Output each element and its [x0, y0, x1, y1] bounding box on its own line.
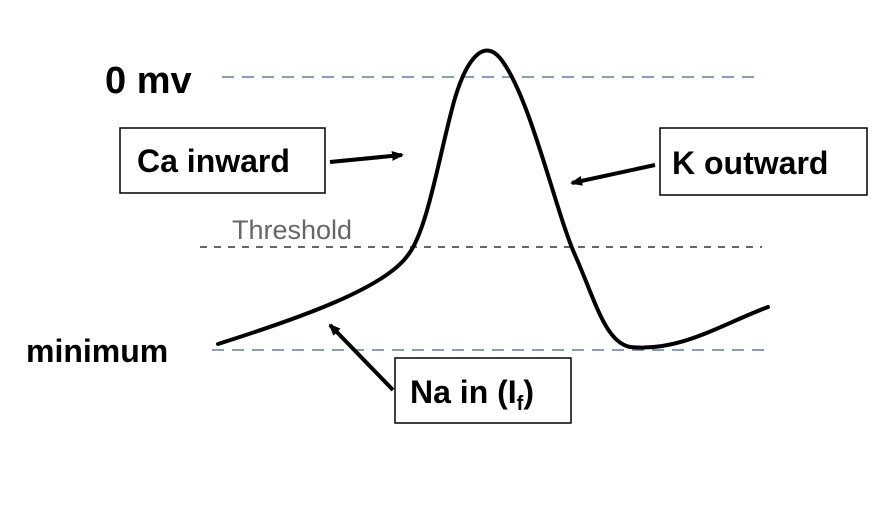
k-outward-box: [659, 127, 868, 196]
threshold-label: Threshold: [232, 215, 352, 245]
minimum-label: minimum: [26, 333, 168, 369]
ca-inward-arrow: [329, 150, 404, 164]
na-in-box: [394, 357, 572, 424]
na-in-suffix: ): [523, 374, 534, 410]
zero-mv-label: 0 mv: [105, 60, 192, 102]
k-outward-label: K outward: [672, 145, 828, 181]
action-potential-curve: [216, 48, 770, 350]
k-outward-arrow: [570, 163, 656, 186]
ca-inward-box: [119, 127, 326, 194]
na-in-arrow: [328, 323, 395, 392]
na-in-label: Na in (If): [410, 374, 534, 415]
ca-inward-label: Ca inward: [137, 143, 290, 179]
na-in-subscript: f: [517, 393, 524, 415]
na-in-prefix: Na in (I: [410, 374, 517, 410]
